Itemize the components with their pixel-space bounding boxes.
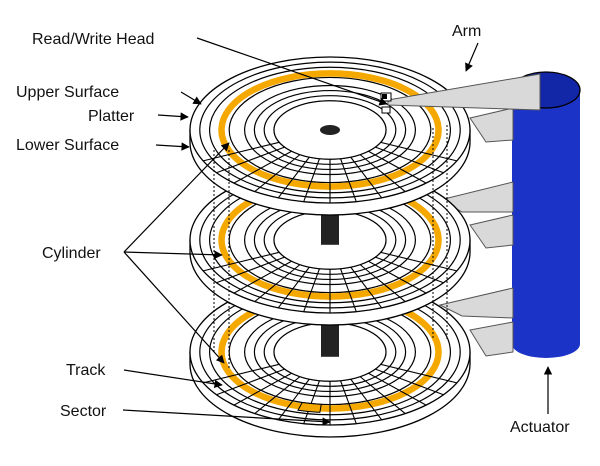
sector-line [340, 380, 357, 424]
sector-highlight [297, 401, 322, 413]
sector-line [216, 368, 285, 396]
sector-line [368, 372, 427, 406]
sector-line [380, 363, 458, 384]
spindle-hole [320, 125, 340, 135]
sector-line [350, 378, 383, 421]
sector-line [380, 141, 458, 162]
sector-line [375, 146, 444, 174]
label-actuator: Actuator [510, 419, 570, 436]
sector-line [254, 154, 301, 192]
label-upper-surface: Upper Surface [16, 84, 119, 101]
sector-line [340, 158, 357, 202]
read-write-head [382, 94, 387, 99]
sector-line [303, 158, 320, 202]
sector-line [254, 264, 301, 302]
label-track: Track [66, 362, 106, 379]
sector-line [303, 268, 320, 312]
arm-bottom-upper [438, 287, 514, 319]
platter-top [189, 56, 471, 216]
label-sector: Sector [60, 403, 107, 420]
sector-line [368, 150, 427, 184]
leader-lines [122, 37, 553, 426]
sector-line [233, 372, 292, 406]
lower-head [381, 106, 391, 114]
arm-top-upper-shape [387, 73, 541, 111]
spindle-shaft [321, 209, 339, 245]
label-read-write-head: Read/Write Head [32, 31, 154, 48]
cylinder-dashed-lines [213, 125, 448, 370]
sector-line [233, 260, 292, 294]
arm-middle-lower [469, 214, 514, 249]
arm-top-upper [380, 73, 541, 114]
sector-line [216, 256, 285, 284]
sector-line [277, 156, 310, 199]
arm-top-lower [469, 107, 514, 143]
actuator-cylinder [512, 90, 580, 344]
arm-bottom-lower [469, 321, 514, 357]
sector-line [202, 141, 280, 162]
sector-line [359, 376, 406, 414]
sector-line [380, 251, 458, 272]
sector-line [303, 380, 320, 424]
sector-line [375, 368, 444, 396]
sector-line [359, 154, 406, 192]
label-cylinder: Cylinder [42, 245, 101, 262]
sector-line [368, 260, 427, 294]
label-arm: Arm [452, 23, 481, 40]
sector-line [350, 156, 383, 199]
sector-line [340, 268, 357, 312]
sector-line [202, 251, 280, 272]
sector-line [277, 378, 310, 421]
sector-line [350, 266, 383, 309]
sector-line [254, 376, 301, 414]
sector-line [233, 150, 292, 184]
label-lower-surface: Lower Surface [16, 137, 119, 154]
spindle-shaft [321, 319, 339, 357]
actuator-base [512, 330, 580, 358]
label-platter: Platter [88, 108, 135, 125]
actuator [511, 71, 581, 358]
sector-line [375, 256, 444, 284]
labels: Read/Write Head Arm Upper Surface Platte… [16, 23, 570, 436]
sector-line [277, 266, 310, 309]
sector-line [359, 264, 406, 302]
sector-line [216, 146, 285, 174]
platter-stack [189, 56, 471, 438]
